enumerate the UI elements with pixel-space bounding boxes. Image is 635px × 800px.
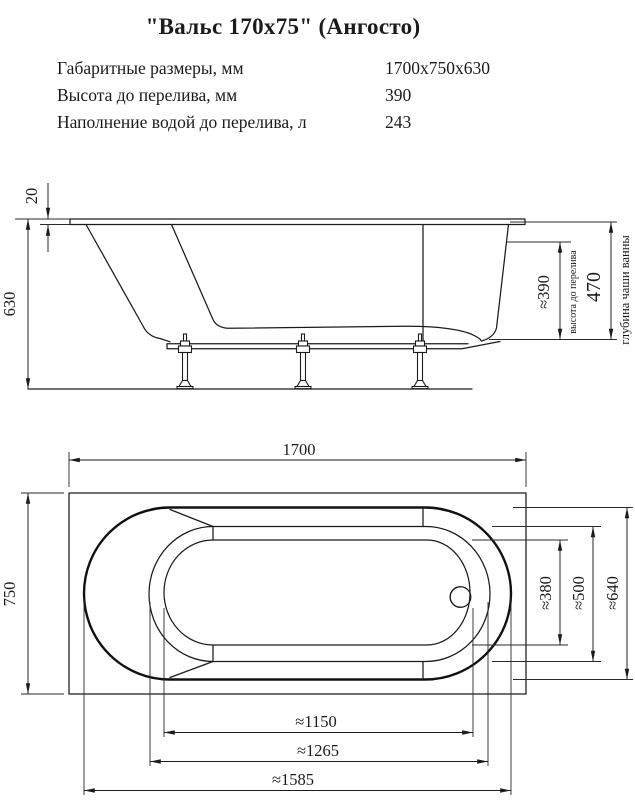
dim-rim-length: ≈1585 bbox=[83, 598, 512, 795]
dim-overflow-height: ≈390 высота до перелива bbox=[489, 221, 617, 340]
bathtub-side-profile bbox=[27, 218, 526, 390]
extension-line bbox=[163, 608, 474, 737]
dim-value-470: 470 bbox=[583, 272, 605, 302]
dim-value-630: 630 bbox=[0, 292, 19, 317]
drain-hole-shadow bbox=[449, 586, 462, 608]
dim-value-390: ≈390 bbox=[534, 275, 553, 309]
dim-width: 750 bbox=[0, 492, 64, 695]
dim-value-1150: ≈1150 bbox=[295, 712, 336, 731]
extension-line bbox=[513, 507, 633, 680]
extension-line bbox=[492, 526, 601, 662]
spec-value: 243 bbox=[385, 112, 412, 132]
dim-value-640: ≈640 bbox=[603, 576, 622, 610]
support-frame bbox=[166, 340, 501, 350]
spec-value: 1700х750х630 bbox=[385, 58, 490, 78]
extension-line bbox=[149, 602, 489, 766]
left-outer-wall bbox=[85, 223, 171, 343]
dim-bottom-width: ≈380 bbox=[472, 539, 568, 646]
dim-value-20: 20 bbox=[22, 188, 41, 205]
adjustable-leg bbox=[176, 333, 194, 390]
extension-line bbox=[21, 492, 64, 695]
overall-outline bbox=[68, 492, 527, 695]
extension-line bbox=[83, 598, 512, 795]
top-view: 1700 750 ≈380 ≈500 ≈640 ≈1150 bbox=[0, 440, 633, 795]
spec-value: 390 bbox=[385, 85, 412, 105]
bowl-bottom-edge bbox=[163, 539, 471, 646]
dim-value-750: 750 bbox=[0, 582, 19, 607]
dim-value-500: ≈500 bbox=[569, 576, 588, 610]
table-row: Высота до перелива, мм 390 bbox=[0, 85, 635, 112]
dim-rim-width: ≈640 bbox=[513, 507, 633, 680]
backrest-slope-lines bbox=[169, 506, 424, 681]
dim-bottom-length: ≈1150 bbox=[163, 608, 474, 737]
rim-side bbox=[69, 218, 526, 226]
dim-water-length: ≈1265 bbox=[149, 602, 489, 766]
dim-rim-thickness: 20 bbox=[15, 183, 70, 252]
spec-label: Высота до перелива, мм bbox=[57, 85, 238, 105]
dim-value-1585: ≈1585 bbox=[272, 770, 314, 789]
dim-label-overflow: высота до перелива bbox=[568, 250, 579, 334]
adjustable-leg bbox=[294, 333, 312, 390]
dim-bowl-depth: 470 глубина чаши ванны bbox=[583, 221, 632, 345]
dim-total-height: 630 bbox=[0, 218, 31, 390]
outer-rim-edge bbox=[82, 506, 513, 681]
dim-value-380: ≈380 bbox=[536, 576, 555, 610]
dim-water-width: ≈500 bbox=[492, 526, 601, 662]
table-row: Наполнение водой до перелива, л 243 bbox=[0, 112, 635, 139]
inner-rim-edge bbox=[148, 525, 491, 663]
dim-value-1700: 1700 bbox=[283, 440, 316, 459]
extension-line bbox=[15, 218, 70, 225]
table-row: Габаритные размеры, мм 1700х750х630 bbox=[0, 58, 635, 85]
spec-label: Габаритные размеры, мм bbox=[57, 58, 244, 78]
page-title: "Вальс 170х75" (Ангосто) bbox=[145, 14, 421, 39]
adjustable-leg bbox=[411, 333, 429, 390]
spec-table: Габаритные размеры, мм 1700х750х630 Высо… bbox=[0, 58, 635, 139]
bathtub-plan bbox=[68, 492, 527, 695]
dim-length: 1700 bbox=[68, 440, 527, 487]
dim-value-1265: ≈1265 bbox=[297, 741, 339, 760]
dim-label-depth: глубина чаши ванны bbox=[618, 235, 632, 345]
side-view: 20 630 ≈390 высота до перелива 470 глуби… bbox=[0, 183, 632, 390]
spec-label: Наполнение водой до перелива, л bbox=[57, 112, 307, 132]
inner-wall-and-bottom bbox=[170, 223, 483, 342]
right-outer-wall bbox=[480, 223, 510, 342]
